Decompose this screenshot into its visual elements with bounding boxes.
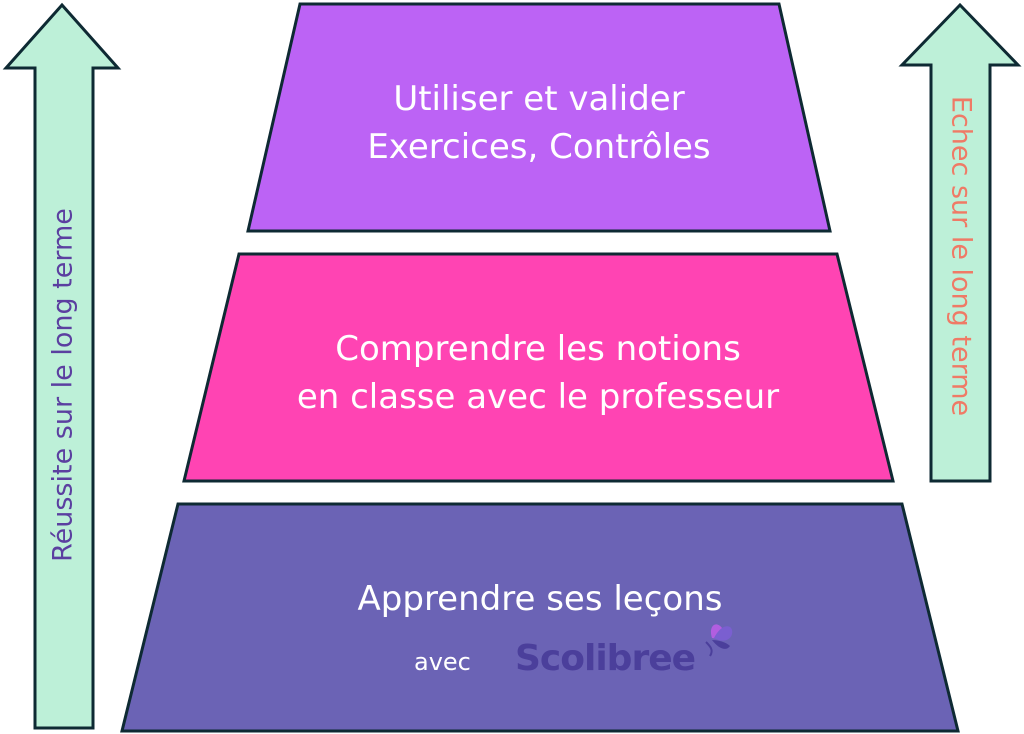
middle-tier-line2: en classe avec le professeur [297,377,779,417]
right-arrow-label: Echec sur le long terme [946,96,977,416]
middle-tier: Comprendre les notions en classe avec le… [182,252,895,483]
top-tier-line2: Exercices, Contrôles [367,127,710,167]
bottom-tier-line1: Apprendre ses leçons [358,579,723,619]
left-arrow-shape [2,2,122,730]
middle-tier-line1: Comprendre les notions [335,329,741,369]
left-arrow-label: Réussite sur le long terme [48,208,79,562]
butterfly-icon [705,624,733,657]
middle-tier-shape [182,252,895,483]
right-arrow: Echec sur le long terme [898,2,1022,483]
right-arrow-shape [898,2,1022,483]
bottom-tier-shape [120,502,960,733]
left-arrow: Réussite sur le long terme [2,2,122,730]
bottom-tier: Apprendre ses leçons avec Scolibree [120,502,960,733]
top-tier: Utiliser et valider Exercices, Contrôles [246,2,832,233]
scolibree-logo: Scolibree [515,624,733,679]
scolibree-logo-text: Scolibree [515,638,695,679]
bottom-tier-avec: avec [414,648,471,676]
top-tier-line1: Utiliser et valider [393,79,684,119]
top-tier-shape [246,2,832,233]
